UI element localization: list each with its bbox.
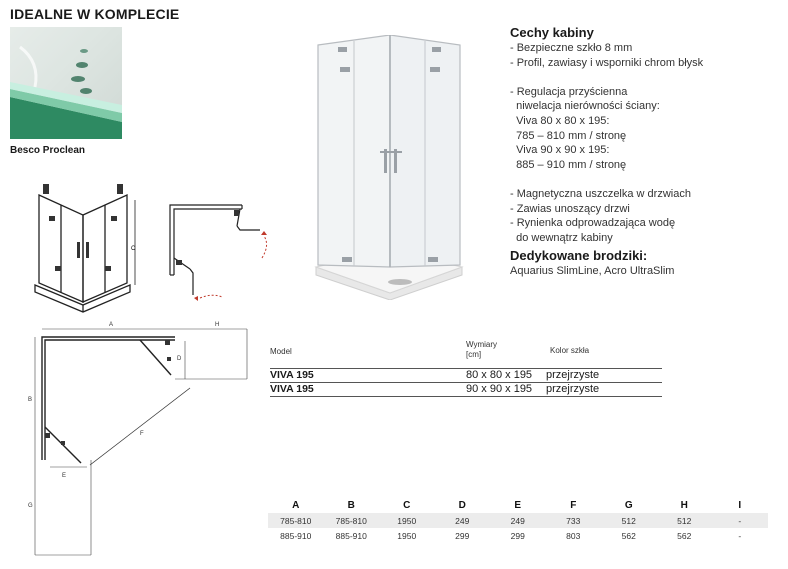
feature-line: 785 – 810 mm / stronę [510,129,627,142]
table-cell: - [738,530,742,541]
header-cell: I [738,500,742,511]
cabin-render-image [314,35,464,300]
feature-line: 885 – 910 mm / stronę [510,158,627,171]
table-cell: 803 [566,530,581,541]
cell-dims: 80 x 80 x 195 [466,369,533,381]
cell-model: VIVA 195 [270,383,314,395]
cell-glass: przejrzyste [546,383,600,395]
header-cell: C [403,500,411,511]
model-table: Model Wymiary [cm] Kolor szkła VIVA 195 … [270,340,662,397]
feature-line: niwelacja nierówności ściany: [510,100,660,113]
header-cell: D [458,500,466,511]
feature-line: - Magnetyczna uszczelka w drzwiach [510,187,691,200]
table-cell: 885-910 [280,530,312,541]
table-cell: 249 [455,515,470,526]
table-row: 785-810 785-810 1950 249 249 733 512 512… [268,513,768,528]
label-a: A [109,322,113,328]
table-cell: 1950 [397,530,417,541]
table-cell: 562 [677,530,692,541]
header-glass: Kolor szkła [550,346,590,355]
trays-title: Dedykowane brodziki: [510,248,648,263]
table-cell: 885-910 [335,530,367,541]
table-cell: 785-810 [280,515,312,526]
label-c: C [131,246,136,252]
feature-line: - Profil, zawiasy i wsporniki chrom błys… [510,56,704,69]
features-list: - Bezpieczne szkło 8 mm - Profil, zawias… [510,41,703,245]
table-cell: 512 [677,515,692,526]
header-cell: A [292,500,300,511]
model-table-header: Model Wymiary [cm] Kolor szkła [270,340,662,368]
feature-line [510,172,703,187]
table-cell: 562 [621,530,636,541]
header-dims-unit: [cm] [466,350,482,359]
feature-line: do wewnątrz kabiny [510,231,613,244]
hinge-detail-drawing [169,204,268,301]
header-cell: H [680,500,688,511]
feature-line: Viva 80 x 80 x 195: [510,114,610,127]
label-h: H [215,322,219,328]
cabin-isometric-drawing: C [34,184,136,313]
dimension-table-header: A B C D E F G H I [268,498,768,513]
section-heading: IDEALNE W KOMPLECIE [10,6,180,22]
label-b: B [28,397,32,403]
cell-dims: 90 x 90 x 195 [466,383,533,395]
label-f: F [140,431,144,437]
header-cell: F [570,500,577,511]
proclean-photo [10,27,122,139]
header-cell: E [514,500,522,511]
table-cell: - [738,515,742,526]
table-cell: 785-810 [335,515,367,526]
features-title: Cechy kabiny [510,25,594,40]
label-d: D [177,356,182,362]
table-cell: 1950 [397,515,417,526]
plan-dimension-drawing: A H B D F E G [28,322,248,556]
table-row: VIVA 195 80 x 80 x 195 przejrzyste [270,368,662,382]
label-g: G [28,503,33,509]
table-row: VIVA 195 90 x 90 x 195 przejrzyste [270,382,662,397]
feature-line: - Zawias unoszący drzwi [510,202,630,215]
label-e: E [62,473,66,479]
feature-line: - Bezpieczne szkło 8 mm [510,42,633,54]
table-cell: 299 [510,530,525,541]
table-cell: 249 [510,515,525,526]
header-cell: G [624,500,633,511]
feature-line [510,70,703,85]
table-row: 885-910 885-910 1950 299 299 803 562 562… [268,528,768,543]
feature-line: - Rynienka odprowadzająca wodę [510,217,676,230]
table-cell: 512 [621,515,636,526]
table-cell: 299 [455,530,470,541]
cell-model: VIVA 195 [270,369,314,381]
glass-edge-illustration [10,45,122,139]
cell-glass: przejrzyste [546,369,600,381]
proclean-caption: Besco Proclean [10,145,86,156]
table-cell: 733 [566,515,581,526]
feature-line: Viva 90 x 90 x 195: [510,144,610,157]
header-model: Model [270,347,292,356]
trays-text: Aquarius SlimLine, Acro UltraSlim [510,265,675,277]
header-cell: B [347,500,355,511]
dimension-table: A B C D E F G H I 785-810 785-810 1950 2… [268,498,768,543]
feature-line: - Regulacja przyścienna [510,85,628,98]
header-dims: Wymiary [466,340,498,349]
